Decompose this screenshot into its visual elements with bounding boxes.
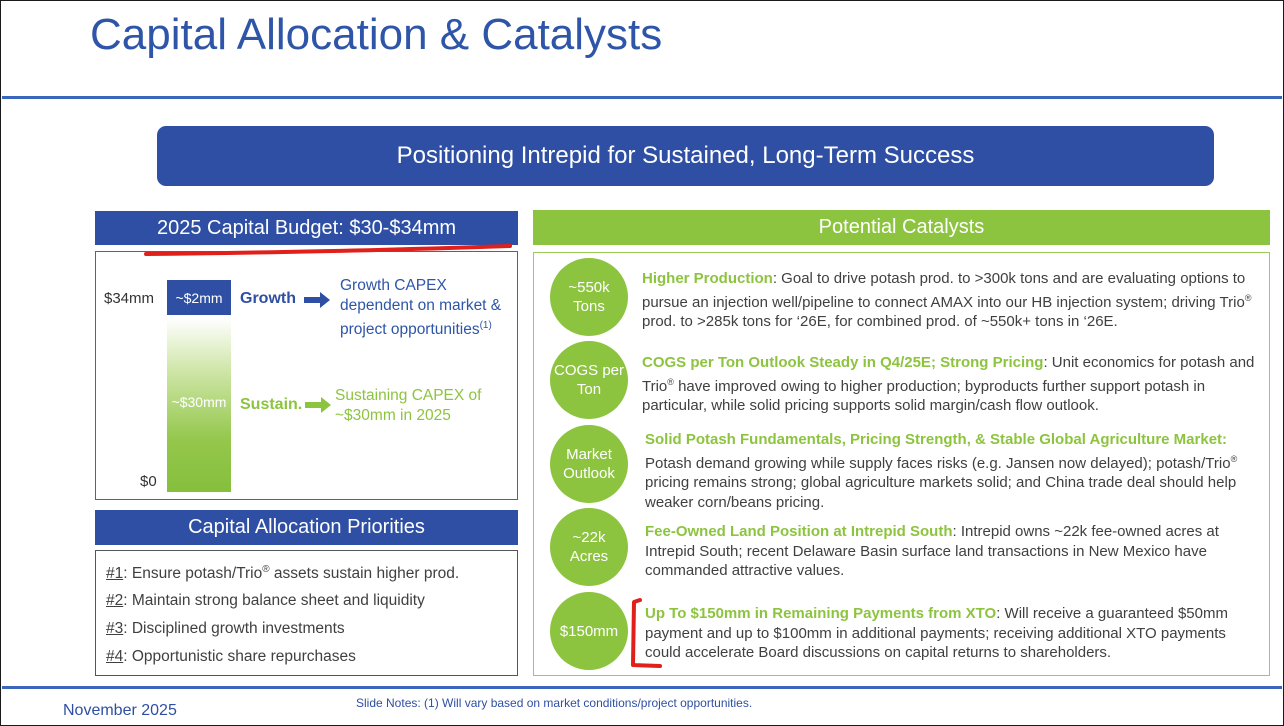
sustain-description: Sustaining CAPEX of ~$30mm in 2025 xyxy=(335,387,482,424)
catalyst-heading: Up To $150mm in Remaining Payments from … xyxy=(645,605,997,622)
catalyst-heading: Fee-Owned Land Position at Intrepid Sout… xyxy=(645,523,953,540)
priorities-header: Capital Allocation Priorities xyxy=(95,510,518,545)
circle-label: ~550k Tons xyxy=(568,279,610,315)
catalyst-body: : Unit economics for potash and Trio xyxy=(642,354,1255,395)
catalyst-body: : Goal to drive potash prod. to >300k to… xyxy=(642,270,1246,311)
catalyst-body-cont: pricing remains strong; global agricultu… xyxy=(645,474,1237,511)
catalysts-box xyxy=(533,252,1270,676)
catalyst-body-cont: prod. to >285k tons for ‘26E, for combin… xyxy=(642,313,1118,330)
priority-text: : Maintain strong balance sheet and liqu… xyxy=(123,592,425,609)
catalysts-header: Potential Catalysts xyxy=(533,210,1270,245)
catalyst-heading: COGS per Ton Outlook Steady in Q4/25E; S… xyxy=(642,354,1044,371)
registered-mark: ® xyxy=(667,376,674,387)
catalyst-body: Potash demand growing while supply faces… xyxy=(645,454,1231,472)
catalyst-body: : Will receive a guaranteed $50mm paymen… xyxy=(645,605,1228,661)
sustain-bar: ~$30mm xyxy=(167,318,231,492)
catalyst-circle-land: ~22k Acres xyxy=(550,508,628,586)
catalyst-circle-xto: $150mm xyxy=(550,592,628,670)
catalyst-item-land: Fee-Owned Land Position at Intrepid Sout… xyxy=(645,522,1265,581)
catalyst-body: : Intrepid owns ~22k fee-owned acres at … xyxy=(645,523,1219,579)
growth-bar-value: ~$2mm xyxy=(175,289,223,306)
growth-bar: ~$2mm xyxy=(167,280,231,315)
catalysts-header-text: Potential Catalysts xyxy=(818,216,985,238)
page-title: Capital Allocation & Catalysts xyxy=(90,10,663,59)
banner-text: Positioning Intrepid for Sustained, Long… xyxy=(396,142,975,169)
growth-arrow-icon xyxy=(304,292,330,308)
top-divider xyxy=(2,96,1282,99)
catalyst-heading: Higher Production xyxy=(642,270,773,287)
priority-text: : Opportunistic share repurchases xyxy=(123,648,356,665)
priority-item-3: #3: Disciplined growth investments xyxy=(106,620,345,638)
catalyst-item-cogs: COGS per Ton Outlook Steady in Q4/25E; S… xyxy=(642,353,1264,416)
priorities-box xyxy=(95,550,518,676)
axis-bottom-label: $0 xyxy=(140,473,157,490)
catalyst-circle-production: ~550k Tons xyxy=(550,258,628,336)
budget-header: 2025 Capital Budget: $30-$34mm xyxy=(95,211,518,245)
bottom-divider xyxy=(2,686,1282,689)
registered-mark: ® xyxy=(262,564,270,575)
footer-notes: Slide Notes: (1) Will vary based on mark… xyxy=(356,696,753,710)
sustain-bar-value: ~$30mm xyxy=(171,394,227,410)
catalyst-item-market: Solid Potash Fundamentals, Pricing Stren… xyxy=(645,430,1265,512)
priority-number: #3 xyxy=(106,620,124,637)
priority-item-2: #2: Maintain strong balance sheet and li… xyxy=(106,592,425,610)
sustain-arrow-icon xyxy=(305,397,331,413)
circle-label: $150mm xyxy=(559,622,619,640)
circle-label: Market Outlook xyxy=(563,446,615,482)
priority-item-4: #4: Opportunistic share repurchases xyxy=(106,648,356,666)
priority-item-1: #1: Ensure potash/Trio® assets sustain h… xyxy=(106,564,459,583)
priorities-header-text: Capital Allocation Priorities xyxy=(188,516,425,538)
priority-number: #4 xyxy=(106,648,124,665)
growth-description-text: Growth CAPEX dependent on market & proje… xyxy=(340,277,502,339)
priority-text-cont: assets sustain higher prod. xyxy=(269,565,460,583)
priority-text: : Ensure potash/Trio xyxy=(123,565,263,583)
footer-date: November 2025 xyxy=(63,702,177,719)
growth-description: Growth CAPEX dependent on market & proje… xyxy=(340,276,520,340)
registered-mark: ® xyxy=(1244,292,1252,303)
catalyst-body-cont: have improved owing to higher production… xyxy=(642,377,1206,415)
circle-label: COGS per Ton xyxy=(553,362,625,398)
growth-footnote-ref: (1) xyxy=(479,320,492,331)
priority-number: #2 xyxy=(106,592,124,609)
banner: Positioning Intrepid for Sustained, Long… xyxy=(157,126,1214,186)
registered-mark: ® xyxy=(1230,453,1238,464)
catalyst-circle-cogs: COGS per Ton xyxy=(550,341,628,419)
catalyst-heading: Solid Potash Fundamentals, Pricing Stren… xyxy=(645,431,1228,448)
axis-top-label: $34mm xyxy=(104,290,155,307)
catalyst-item-xto: Up To $150mm in Remaining Payments from … xyxy=(645,604,1265,663)
priority-number: #1 xyxy=(106,565,124,583)
priority-text: : Disciplined growth investments xyxy=(123,620,345,637)
catalyst-item-production: Higher Production: Goal to drive potash … xyxy=(642,269,1264,332)
catalyst-circle-market: Market Outlook xyxy=(550,425,628,503)
budget-header-text: 2025 Capital Budget: $30-$34mm xyxy=(156,216,457,239)
growth-label: Growth xyxy=(240,290,296,307)
sustain-label: Sustain. xyxy=(240,396,303,413)
circle-label: ~22k Acres xyxy=(569,529,609,565)
